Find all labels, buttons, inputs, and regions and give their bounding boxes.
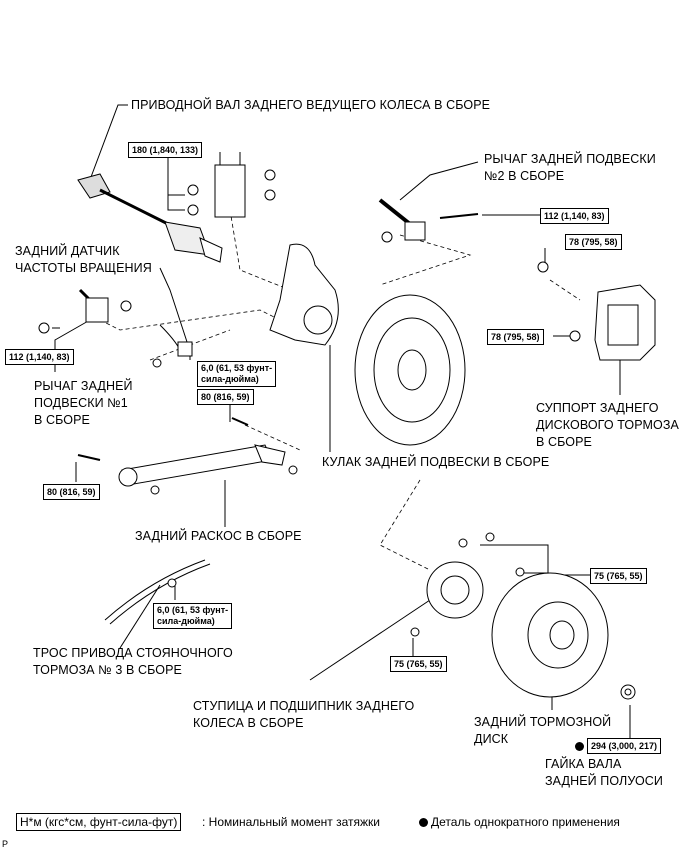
label-strut-rod: ЗАДНИЙ РАСКОС В СБОРЕ: [135, 529, 302, 543]
label-speed-sensor-line2: ЧАСТОТЫ ВРАЩЕНИЯ: [15, 261, 152, 275]
bracket-t180: [167, 156, 185, 211]
axle-nut-drawing: [620, 684, 636, 700]
torque-78-top: 78 (795, 58): [565, 234, 622, 250]
disc-drawing: [491, 572, 609, 698]
torque-180: 180 (1,840, 133): [128, 142, 203, 158]
drive-shaft-drawing: [77, 173, 223, 263]
backing-plate-drawing: [354, 294, 466, 446]
arm-1-drawing: [38, 288, 132, 334]
torque-78-mid: 78 (795, 58): [487, 329, 544, 345]
arm-2-drawing: [378, 198, 479, 243]
label-disc-line1: ЗАДНИЙ ТОРМОЗНОЙ: [474, 715, 612, 729]
torque-80-upper: 80 (816, 59): [197, 389, 254, 405]
label-caliper-line3: В СБОРЕ: [536, 435, 592, 449]
leader-speed-sensor: [159, 267, 189, 346]
label-caliper-line1: СУППОРТ ЗАДНЕГО: [536, 401, 659, 415]
legend-units-text: : Номинальный момент затяжки: [202, 815, 380, 829]
label-cable-line2: ТОРМОЗА № 3 В СБОРЕ: [33, 663, 182, 677]
cable-drawing: [104, 559, 211, 625]
label-arm-1-line1: РЫЧАГ ЗАДНЕЙ: [34, 379, 133, 393]
label-arm-2-line1: РЫЧАГ ЗАДНЕЙ ПОДВЕСКИ: [484, 152, 656, 166]
torque-294: 294 (3,000, 217): [575, 738, 662, 754]
label-hub-line2: КОЛЕСА В СБОРЕ: [193, 716, 304, 730]
single-use-legend-dot-icon: [419, 818, 428, 827]
leader-driveshaft: [87, 104, 128, 186]
knuckle-drawing: [269, 243, 339, 346]
torque-6-cable-line2: сила-дюйма): [157, 616, 215, 626]
caliper-drawing: [537, 261, 656, 361]
single-use-dot-icon: [575, 742, 584, 751]
legend-single-use: Деталь однократного применения: [419, 814, 620, 830]
leader-arm2: [399, 161, 479, 201]
label-arm-2-line2: №2 В СБОРЕ: [484, 169, 565, 183]
speed-sensor-drawing: [152, 324, 193, 368]
torque-75-left: 75 (765, 55): [390, 656, 447, 672]
torque-6-sensor-line1: 6,0 (61, 53 фунт-: [201, 363, 273, 373]
mount-bracket-drawing: [187, 152, 276, 218]
torque-112-left: 112 (1,140, 83): [5, 349, 74, 365]
label-knuckle: КУЛАК ЗАДНЕЙ ПОДВЕСКИ В СБОРЕ: [322, 455, 550, 469]
torque-294-value: 294 (3,000, 217): [591, 741, 658, 751]
torque-6-cable-line1: 6,0 (61, 53 фунт-: [157, 605, 229, 615]
leader-cable: [119, 584, 161, 649]
bracket-t75-right: [480, 544, 590, 576]
label-nut-line1: ГАЙКА ВАЛА: [545, 757, 622, 771]
label-disc-line2: ДИСК: [474, 732, 509, 746]
strut-rod-drawing: [77, 417, 298, 495]
torque-6-cable: 6,0 (61, 53 фунт- сила-дюйма): [153, 603, 233, 629]
torque-112-right: 112 (1,140, 83): [540, 208, 609, 224]
label-speed-sensor-line1: ЗАДНИЙ ДАТЧИК: [15, 244, 120, 258]
label-cable-line1: ТРОС ПРИВОДА СТОЯНОЧНОГО: [33, 646, 233, 660]
label-driveshaft: ПРИВОДНОЙ ВАЛ ЗАДНЕГО ВЕДУЩЕГО КОЛЕСА В …: [131, 98, 491, 112]
label-hub-line1: СТУПИЦА И ПОДШИПНИК ЗАДНЕГО: [193, 699, 415, 713]
legend-units-box: Н*м (кгс*см, фунт-сила-фут): [16, 813, 182, 831]
torque-6-sensor: 6,0 (61, 53 фунт- сила-дюйма): [197, 361, 277, 387]
legend-single-use-text: Деталь однократного применения: [431, 815, 620, 829]
torque-6-sensor-line2: сила-дюйма): [201, 374, 259, 384]
corner-mark: P: [2, 839, 9, 849]
label-arm-1-line2: ПОДВЕСКИ №1: [34, 396, 128, 410]
hub-drawing: [410, 532, 525, 637]
label-nut-line2: ЗАДНЕЙ ПОЛУОСИ: [545, 774, 664, 788]
torque-75-right: 75 (765, 55): [590, 568, 647, 584]
leader-hub: [309, 599, 431, 681]
label-arm-1-line3: В СБОРЕ: [34, 413, 90, 427]
label-caliper-line2: ДИСКОВОГО ТОРМОЗА: [536, 418, 679, 432]
torque-80-lower: 80 (816, 59): [43, 484, 100, 500]
